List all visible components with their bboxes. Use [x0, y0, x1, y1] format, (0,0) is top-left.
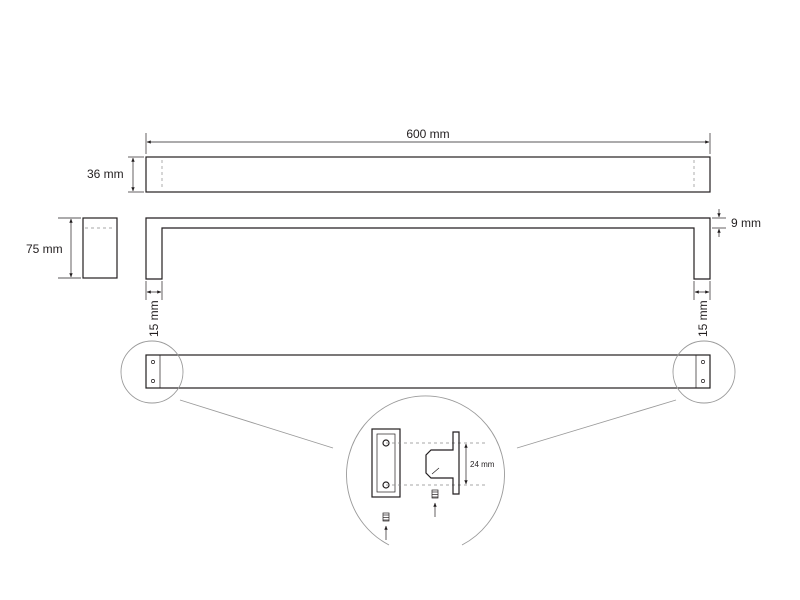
callout-circle-right [672, 340, 736, 404]
mounting-detail: 24 mm [346, 395, 505, 546]
screw-hole-right-bottom [701, 379, 705, 383]
screw-hole-left-bottom [151, 379, 155, 383]
top-view: 600 mm 36 mm [87, 127, 711, 193]
bracket-screw-leader [431, 467, 440, 475]
callout-circle-left [120, 340, 184, 404]
depth-label: 36 mm [87, 167, 124, 181]
length-label: 600 mm [406, 127, 449, 141]
plate-screw [382, 512, 390, 522]
rail-bottom-view [145, 354, 711, 389]
height-label: 75 mm [26, 242, 63, 256]
end-block [82, 217, 118, 279]
rail-front-profile [145, 217, 711, 280]
screw-spacing-label: 24 mm [470, 460, 495, 469]
front-view: 9 mm 15 mm 15 mm [145, 209, 761, 337]
detail-circle [346, 395, 505, 546]
wall-bracket [425, 431, 460, 495]
screw-hole-right-top [701, 360, 705, 364]
rail-top-view [145, 156, 711, 193]
callout-leader-right [516, 399, 677, 449]
mounting-plate [371, 428, 401, 498]
callout-leader-left [179, 399, 334, 449]
leg-left-label: 15 mm [147, 300, 161, 337]
screw-hole-left-top [151, 360, 155, 364]
leg-right-label: 15 mm [696, 300, 710, 337]
bottom-view [120, 340, 736, 449]
mounting-plate-inner [376, 433, 396, 493]
end-view: 75 mm [26, 217, 118, 279]
mount-pad-left [145, 354, 161, 389]
mount-pad-right [695, 354, 711, 389]
bracket-screw [431, 489, 439, 499]
thickness-label: 9 mm [731, 216, 761, 230]
